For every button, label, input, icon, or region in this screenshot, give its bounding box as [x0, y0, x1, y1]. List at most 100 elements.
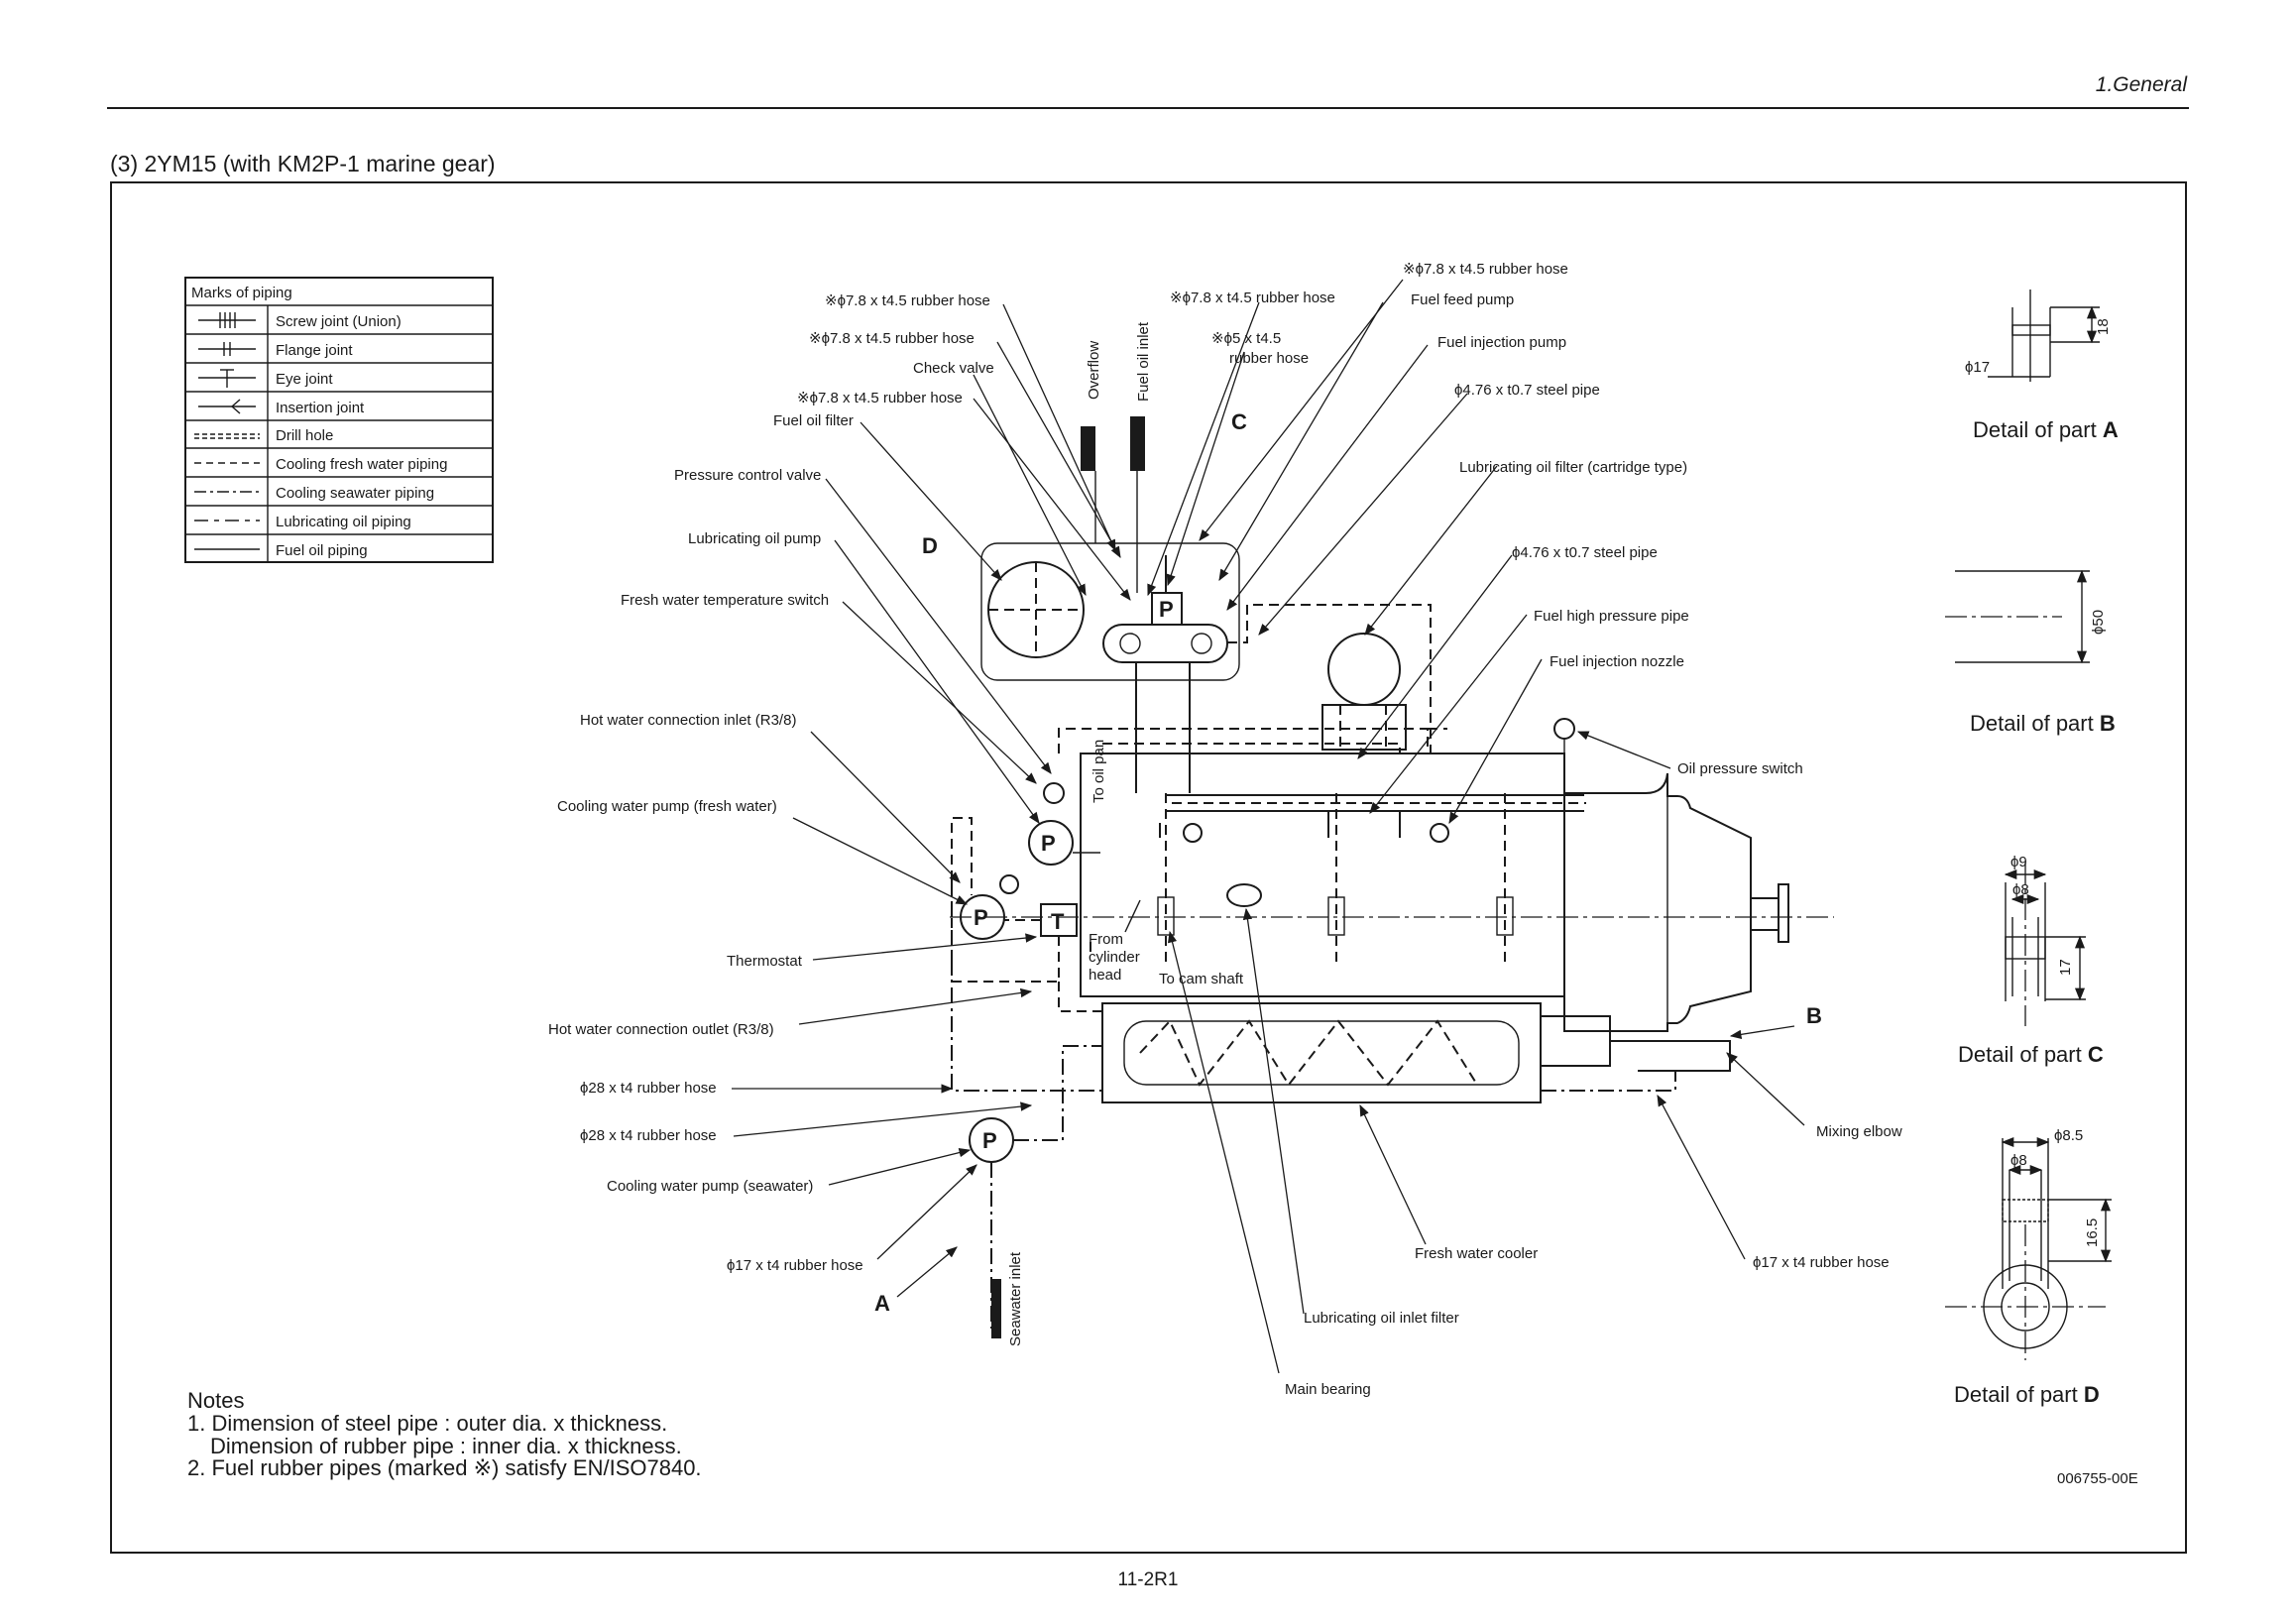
- thermostat-symbol: T: [1051, 909, 1065, 934]
- from-cylinder-head-label: From: [1089, 931, 1123, 948]
- seawater-inlet-label: Seawater inlet: [1007, 1251, 1024, 1346]
- overflow-label: Overflow: [1086, 341, 1102, 400]
- rubber-hose-5-label: rubber hose: [1229, 350, 1309, 367]
- lubricating-oil-inlet-filter-label: Lubricating oil inlet filter: [1304, 1310, 1459, 1327]
- legend-item-label: Flange joint: [276, 342, 353, 359]
- detail-d-outer: ϕ8.5: [2054, 1127, 2083, 1144]
- steel-pipe-476-label: ϕ4.76 x t0.7 steel pipe: [1512, 544, 1658, 561]
- to-oil-pan-label: To oil pan: [1091, 740, 1107, 803]
- mixing-elbow: [1610, 1040, 1731, 1072]
- drawing-code: 006755-00E: [2057, 1470, 2138, 1487]
- notes: Notes 1. Dimension of steel pipe : outer…: [187, 1388, 702, 1480]
- detail-c-inner: ϕ8: [2012, 881, 2029, 898]
- insertion-joint-mark: [198, 399, 256, 414]
- flange-joint-mark: [198, 342, 256, 356]
- page-number: 11-2R1: [1117, 1569, 1179, 1590]
- main-bearing-label: Main bearing: [1285, 1381, 1371, 1398]
- fuel-feed-pump-label: Fuel feed pump: [1411, 291, 1514, 308]
- mixing-elbow-label: Mixing elbow: [1816, 1123, 1902, 1140]
- legend-item-label: Drill hole: [276, 427, 333, 444]
- legend-item-label: Cooling fresh water piping: [276, 456, 447, 473]
- detail-d-title: Detail of part D: [1954, 1382, 2100, 1407]
- detail-d-height: 16.5: [2084, 1218, 2101, 1247]
- header-rule: [107, 107, 2189, 109]
- fresh-water-cooler: [1101, 1002, 1542, 1103]
- piping-legend: Marks of piping: [184, 277, 494, 563]
- part-letter-b: B: [1806, 1003, 1822, 1028]
- rubber-hose-78-label: ※ϕ7.8 x t4.5 rubber hose: [825, 292, 990, 309]
- lubricating-oil-filter-label: Lubricating oil filter (cartridge type): [1459, 459, 1687, 476]
- diagram-frame: [110, 181, 2187, 1554]
- section-header: 1.General: [2095, 73, 2187, 96]
- legend-title: Marks of piping: [191, 285, 292, 301]
- fuel-high-pressure-pipe-label: Fuel high pressure pipe: [1534, 608, 1689, 625]
- fw-pump-symbol: P: [974, 905, 988, 930]
- detail-d-inner: ϕ8: [2010, 1152, 2027, 1169]
- part-letter-a: A: [874, 1291, 890, 1316]
- fresh-water-temperature-switch-label: Fresh water temperature switch: [621, 592, 829, 609]
- to-cam-shaft-label: To cam shaft: [1159, 971, 1244, 987]
- fuel-injection-pump: [1102, 624, 1228, 663]
- rubber-hose-28-label: ϕ28 x t4 rubber hose: [580, 1127, 717, 1144]
- detail-b-diameter: ϕ50: [2090, 610, 2107, 635]
- detail-a-diameter: ϕ17: [1965, 359, 1990, 376]
- lubricating-oil-filter: [1327, 633, 1401, 706]
- cooling-water-pump-seawater-label: Cooling water pump (seawater): [607, 1178, 813, 1195]
- detail-a: 18 ϕ17 Detail of part A: [1965, 290, 2119, 442]
- oil-pressure-switch-label: Oil pressure switch: [1677, 760, 1803, 777]
- rubber-hose-28-label: ϕ28 x t4 rubber hose: [580, 1080, 717, 1097]
- engine-block: [1080, 753, 1565, 997]
- part-letters: C D B A: [874, 409, 1822, 1316]
- legend-item-label: Lubricating oil piping: [276, 514, 411, 530]
- detail-c: ϕ9 ϕ8 17 Detail of part C: [1958, 854, 2104, 1067]
- screw-joint-mark: [198, 312, 256, 328]
- fresh-water-cooler-label: Fresh water cooler: [1415, 1245, 1538, 1262]
- hot-water-connection-outlet-label: Hot water connection outlet (R3/8): [548, 1021, 774, 1038]
- legend-item-label: Eye joint: [276, 371, 333, 388]
- cooler-cap: [1540, 1015, 1611, 1067]
- oil-pressure-switch: [1553, 718, 1575, 740]
- check-valve-label: Check valve: [913, 360, 994, 377]
- output-shaft: [1750, 897, 1779, 931]
- rubber-hose-78-label: ※ϕ7.8 x t4.5 rubber hose: [1170, 290, 1335, 306]
- steel-pipe-476-label: ϕ4.76 x t0.7 steel pipe: [1454, 382, 1600, 399]
- legend-item-label: Fuel oil piping: [276, 542, 368, 559]
- leader-lines: [732, 279, 1805, 1374]
- lubricating-oil-inlet-filter: [1226, 883, 1262, 907]
- part-letter-c: C: [1231, 409, 1247, 434]
- rubber-hose-78-label: ※ϕ7.8 x t4.5 rubber hose: [1403, 261, 1568, 278]
- hot-water-connection-inlet-label: Hot water connection inlet (R3/8): [580, 712, 796, 729]
- pressure-control-valve-label: Pressure control valve: [674, 467, 821, 484]
- from-cylinder-head-label: head: [1089, 967, 1121, 984]
- detail-c-height: 17: [2057, 959, 2074, 976]
- inline-labels: Overflow Fuel oil inlet Seawater inlet T…: [1007, 321, 1244, 1346]
- rubber-hose-78-label: ※ϕ7.8 x t4.5 rubber hose: [797, 390, 963, 406]
- notes-line: 2. Fuel rubber pipes (marked ※) satisfy …: [187, 1455, 702, 1480]
- detail-a-height: 18: [2095, 318, 2112, 335]
- fuel-injection-pump-label: Fuel injection pump: [1437, 334, 1566, 351]
- detail-b-title: Detail of part B: [1970, 711, 2116, 736]
- diagram-caption: (3) 2YM15 (with KM2P-1 marine gear): [110, 151, 496, 176]
- callout-labels: ※ϕ7.8 x t4.5 rubber hose ※ϕ7.8 x t4.5 ru…: [548, 261, 1902, 1398]
- rubber-hose-17-label: ϕ17 x t4 rubber hose: [727, 1257, 863, 1274]
- marine-gear-housing: [1563, 772, 1752, 1032]
- thermostat-label: Thermostat: [727, 953, 803, 970]
- rubber-hose-78-label: ※ϕ7.8 x t4.5 rubber hose: [809, 330, 975, 347]
- fuel-feed-pump-symbol: P: [1159, 597, 1174, 622]
- legend-item-label: Cooling seawater piping: [276, 485, 434, 502]
- cooling-water-pump-fresh-label: Cooling water pump (fresh water): [557, 798, 777, 815]
- rubber-hose-5-label: ※ϕ5 x t4.5: [1211, 330, 1281, 347]
- rubber-hose-17-label: ϕ17 x t4 rubber hose: [1753, 1254, 1890, 1271]
- output-flange: [1778, 883, 1789, 943]
- detail-b: ϕ50 Detail of part B: [1945, 569, 2116, 736]
- detail-a-title: Detail of part A: [1973, 417, 2119, 442]
- fuel-oil-filter-label: Fuel oil filter: [773, 412, 854, 429]
- lube-pump-symbol: P: [1041, 831, 1056, 856]
- fuel-oil-inlet-label: Fuel oil inlet: [1135, 321, 1152, 402]
- legend-item-label: Screw joint (Union): [276, 313, 402, 330]
- part-letter-d: D: [922, 533, 938, 558]
- detail-d: ϕ8.5 ϕ8 16.5 Detail of part D: [1945, 1127, 2112, 1407]
- engine-body: P P T P P: [950, 416, 1834, 1338]
- detail-c-outer: ϕ9: [2010, 854, 2027, 870]
